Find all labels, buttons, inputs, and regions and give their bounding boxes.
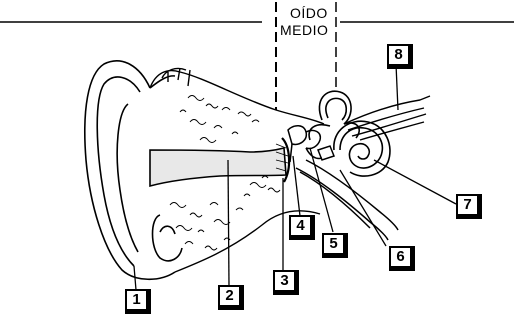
semicircular-canals	[309, 91, 359, 140]
auditory-nerve	[344, 96, 430, 140]
callout-3: 3	[273, 270, 296, 292]
ossicles	[288, 126, 334, 162]
middle-ear-label-top: OÍDO	[290, 5, 328, 21]
callout-2: 2	[218, 285, 241, 307]
callout-7: 7	[456, 194, 479, 216]
callout-5: 5	[322, 233, 345, 255]
callout-6: 6	[389, 246, 412, 268]
middle-ear-label-bottom: MEDIO	[280, 22, 328, 38]
callout-1: 1	[125, 289, 148, 311]
callout-8: 8	[387, 44, 410, 66]
cochlea	[334, 121, 390, 176]
ear-canal	[150, 148, 286, 186]
callout-4: 4	[289, 215, 312, 237]
